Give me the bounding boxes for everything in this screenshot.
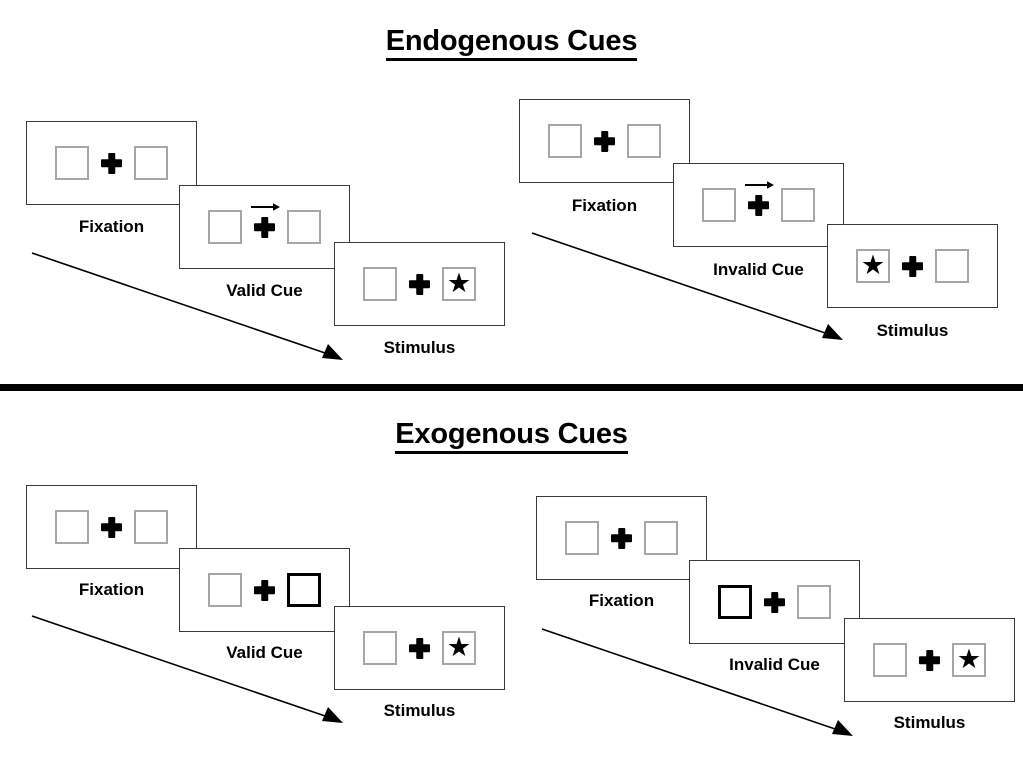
- placeholder-box-right-cued: [287, 573, 321, 607]
- placeholder-box-right: [797, 585, 831, 619]
- placeholder-box-right: [781, 188, 815, 222]
- panel-endogenous-invalid-stimulus: ★: [827, 224, 998, 308]
- section-title-endogenous: Endogenous Cues: [0, 25, 1023, 61]
- cue-arrow-right-icon: [744, 180, 774, 189]
- placeholder-box-left: [565, 521, 599, 555]
- placeholder-box-left-cued: [718, 585, 752, 619]
- panel-exogenous-invalid-stimulus: ★: [844, 618, 1015, 702]
- label-endogenous-invalid-cue: Invalid Cue: [713, 260, 804, 279]
- label-endogenous-invalid-fixation: Fixation: [571, 196, 638, 215]
- fixation-cross-icon: [101, 517, 122, 538]
- fixation-cross-icon: [902, 256, 923, 277]
- panel-endogenous-valid-fixation: [26, 121, 197, 205]
- placeholder-box-right-star: ★: [952, 643, 986, 677]
- label-exogenous-invalid-fixation: Fixation: [588, 591, 655, 610]
- fixation-cross-icon: [764, 592, 785, 613]
- star-icon: ★: [446, 631, 472, 662]
- placeholder-box-right: [134, 146, 168, 180]
- fixation-cross-icon: [409, 638, 430, 659]
- fixation-cross-icon: [254, 580, 275, 601]
- cue-arrow-right-icon: [250, 202, 280, 211]
- placeholder-box-left-star: ★: [856, 249, 890, 283]
- placeholder-box-left: [55, 146, 89, 180]
- panel-exogenous-valid-fixation: [26, 485, 197, 569]
- fixation-cross-icon: [101, 153, 122, 174]
- placeholder-box-left: [208, 573, 242, 607]
- label-endogenous-invalid-stimulus: Stimulus: [876, 321, 949, 340]
- panel-exogenous-valid-cue: [179, 548, 350, 632]
- placeholder-box-left: [55, 510, 89, 544]
- fixation-cross-icon: [594, 131, 615, 152]
- label-exogenous-valid-fixation: Fixation: [78, 580, 145, 599]
- placeholder-box-right: [644, 521, 678, 555]
- placeholder-box-left: [208, 210, 242, 244]
- label-endogenous-valid-fixation: Fixation: [78, 217, 145, 236]
- label-endogenous-valid-stimulus: Stimulus: [383, 338, 456, 357]
- label-exogenous-invalid-stimulus: Stimulus: [893, 713, 966, 732]
- placeholder-box-right: [287, 210, 321, 244]
- section-title-endogenous-text: Endogenous Cues: [385, 25, 637, 61]
- label-exogenous-invalid-cue: Invalid Cue: [729, 655, 820, 674]
- fixation-cross-icon: [409, 274, 430, 295]
- panel-endogenous-valid-stimulus: ★: [334, 242, 505, 326]
- placeholder-box-left: [702, 188, 736, 222]
- placeholder-box-left: [363, 631, 397, 665]
- star-icon: ★: [446, 267, 472, 298]
- panel-exogenous-invalid-fixation: [536, 496, 707, 580]
- fixation-cross-icon: [611, 528, 632, 549]
- section-title-exogenous: Exogenous Cues: [0, 418, 1023, 454]
- label-exogenous-valid-stimulus: Stimulus: [383, 701, 456, 720]
- panel-endogenous-valid-cue: [179, 185, 350, 269]
- placeholder-box-right: [134, 510, 168, 544]
- section-title-exogenous-text: Exogenous Cues: [395, 418, 628, 454]
- panel-endogenous-invalid-fixation: [519, 99, 690, 183]
- star-icon: ★: [860, 249, 886, 280]
- section-divider: [0, 384, 1023, 391]
- label-endogenous-valid-cue: Valid Cue: [226, 281, 303, 300]
- placeholder-box-left: [363, 267, 397, 301]
- placeholder-box-left: [873, 643, 907, 677]
- placeholder-box-right: [627, 124, 661, 158]
- placeholder-box-right-star: ★: [442, 631, 476, 665]
- panel-exogenous-valid-stimulus: ★: [334, 606, 505, 690]
- panel-endogenous-invalid-cue: [673, 163, 844, 247]
- placeholder-box-left: [548, 124, 582, 158]
- fixation-cross-icon: [744, 180, 774, 216]
- fixation-cross-icon: [250, 202, 280, 238]
- placeholder-box-right: [935, 249, 969, 283]
- star-icon: ★: [956, 643, 982, 674]
- label-exogenous-valid-cue: Valid Cue: [226, 643, 303, 662]
- placeholder-box-right-star: ★: [442, 267, 476, 301]
- fixation-cross-icon: [919, 650, 940, 671]
- panel-exogenous-invalid-cue: [689, 560, 860, 644]
